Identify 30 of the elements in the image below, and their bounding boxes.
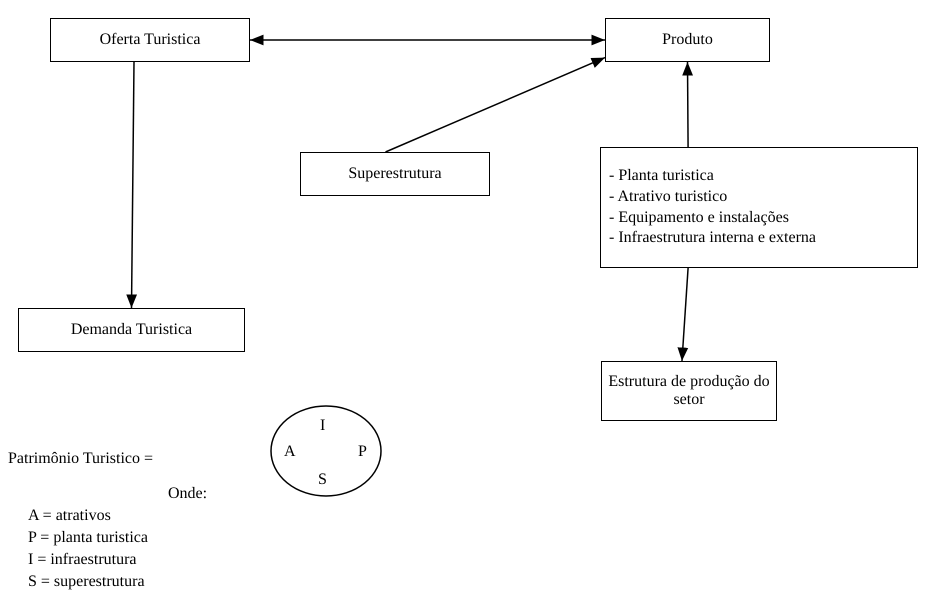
process-box [300, 152, 490, 196]
process-box [601, 361, 777, 421]
legend-text: P = planta turistica [28, 529, 148, 547]
arrow [677, 268, 689, 362]
list-item: - Planta turistica [609, 166, 714, 186]
box-label: Superestrutura [348, 165, 442, 183]
equation-label: Patrimônio Turistico = [8, 450, 154, 468]
list-item: - Equipamento e instalações [609, 208, 789, 228]
legend-text: S = superestrutura [28, 573, 145, 591]
letter-label: I [320, 417, 326, 435]
list-item: - Infraestrutura interna e externa [609, 228, 816, 248]
arrow [250, 34, 605, 46]
arrow [385, 56, 606, 153]
letter-label: A [284, 443, 296, 461]
legend-text: Onde: [168, 485, 208, 503]
box-label: Produto [662, 31, 713, 49]
arrow [682, 62, 693, 147]
letter-label: S [318, 471, 327, 489]
legend-text: A = atrativos [28, 507, 111, 525]
letter-label: P [358, 443, 367, 461]
process-box [50, 18, 250, 62]
list-box [600, 147, 918, 268]
arrow [126, 62, 138, 308]
legend-text: I = infraestrutura [28, 551, 137, 569]
box-label: Oferta Turistica [100, 31, 200, 49]
process-box [18, 308, 245, 352]
list-item: - Atrativo turistico [609, 186, 728, 207]
box-label: Estrutura de produção do setor [607, 373, 771, 409]
box-label: Demanda Turistica [70, 321, 192, 339]
process-box [605, 18, 770, 62]
